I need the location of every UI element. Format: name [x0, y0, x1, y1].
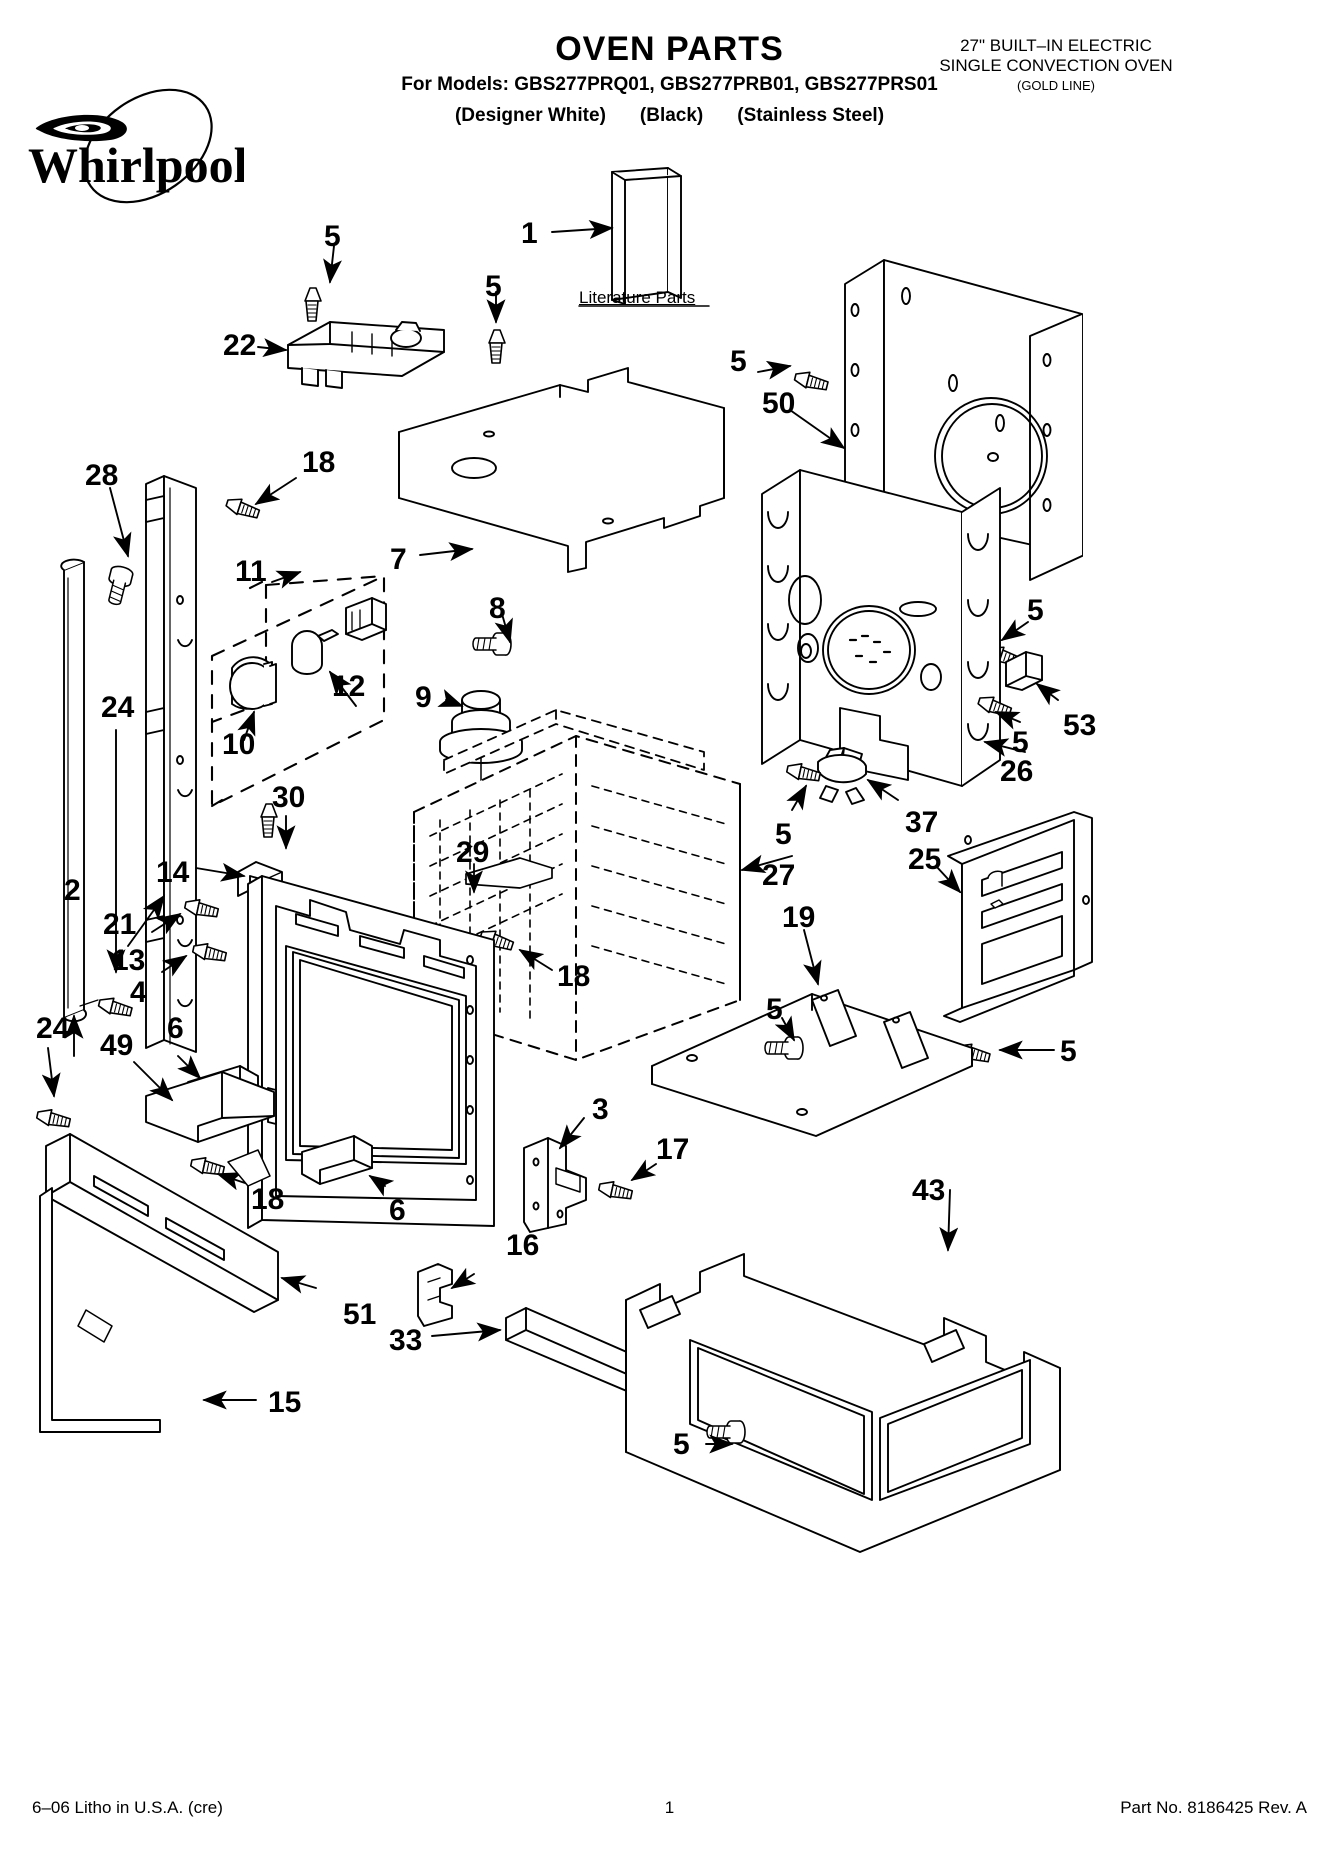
callout-number: 50	[762, 387, 796, 420]
page-title: OVEN PARTS	[555, 30, 784, 68]
callout-number: 5	[1060, 1035, 1077, 1068]
callout-number: 18	[557, 960, 591, 993]
group-label: Literature Parts	[579, 288, 696, 307]
color-black: (Black)	[639, 105, 704, 126]
callout-number: 21	[103, 908, 137, 941]
whirlpool-logo: Whirlpool	[14, 82, 244, 212]
model-list: For Models: GBS277PRQ01, GBS277PRB01, GB…	[401, 74, 938, 95]
callout-number: 5	[730, 345, 747, 378]
color-stainless-steel: (Stainless Steel)	[737, 105, 885, 126]
callout-number: 37	[905, 806, 939, 839]
callout-number: 25	[908, 843, 942, 876]
color-variants: (Designer White) (Black) (Stainless Steel)	[0, 105, 1339, 127]
callout-number: 13	[112, 944, 146, 977]
callout-number: 10	[222, 728, 256, 761]
callout-number: 17	[656, 1133, 690, 1166]
callout-number: 30	[272, 781, 306, 814]
callout-number: 5	[673, 1428, 690, 1461]
page-footer: 6–06 Litho in U.S.A. (cre) 1 Part No. 81…	[0, 1798, 1339, 1824]
callout-number: 11	[235, 555, 267, 588]
callout-number: 9	[415, 681, 432, 714]
spec-line-2: SINGLE CONVECTION OVEN	[939, 56, 1173, 75]
callout-number: 27	[762, 859, 796, 892]
callout-number: 51	[343, 1298, 377, 1331]
callout-number: 43	[912, 1174, 946, 1207]
appliance-spec: 27" BUILT–IN ELECTRIC SINGLE CONVECTION …	[846, 36, 1266, 96]
callout-number: 2	[64, 874, 81, 907]
callout-number: 49	[100, 1029, 134, 1062]
spec-line-1: 27" BUILT–IN ELECTRIC	[960, 36, 1152, 55]
callout-number: 4	[130, 976, 147, 1009]
callout-number: 29	[456, 836, 490, 869]
callout-number: 8	[489, 592, 506, 625]
callout-number: 19	[782, 901, 816, 934]
spec-line-3: (GOLD LINE)	[1016, 78, 1095, 93]
callout-number: 53	[1063, 709, 1097, 742]
callout-number: 7	[390, 543, 407, 576]
callout-number: 22	[223, 329, 257, 362]
callout-number: 18	[251, 1183, 285, 1216]
callout-number: 5	[485, 270, 502, 303]
callout-number: 5	[775, 818, 792, 851]
callout-number: 26	[1000, 755, 1034, 788]
svg-text:Whirlpool: Whirlpool	[28, 137, 244, 193]
callout-number: 15	[268, 1386, 302, 1419]
callout-number: 5	[1027, 594, 1044, 627]
callout-number: 3	[592, 1093, 609, 1126]
callout-number: 12	[332, 670, 366, 703]
callout-number: 5	[324, 220, 341, 253]
callout-number: 33	[389, 1324, 423, 1357]
callout-number: 14	[156, 856, 190, 889]
callout-number: 6	[389, 1194, 406, 1227]
footer-page-number: 1	[664, 1798, 675, 1817]
callout-number: 24	[36, 1012, 70, 1045]
footer-part-number: Part No. 8186425 Rev. A	[1120, 1798, 1307, 1817]
callout-number: 28	[85, 459, 119, 492]
color-designer-white: (Designer White)	[454, 105, 606, 126]
callout-number: 1	[521, 217, 538, 250]
callout-number: 16	[506, 1229, 540, 1262]
callout-number: 24	[101, 691, 135, 724]
callout-number: 18	[302, 446, 336, 479]
callout-number: 5	[1012, 726, 1029, 759]
callout-number: 6	[167, 1012, 184, 1045]
callout-number: 5	[766, 993, 783, 1026]
footer-litho: 6–06 Litho in U.S.A. (cre)	[32, 1798, 223, 1817]
